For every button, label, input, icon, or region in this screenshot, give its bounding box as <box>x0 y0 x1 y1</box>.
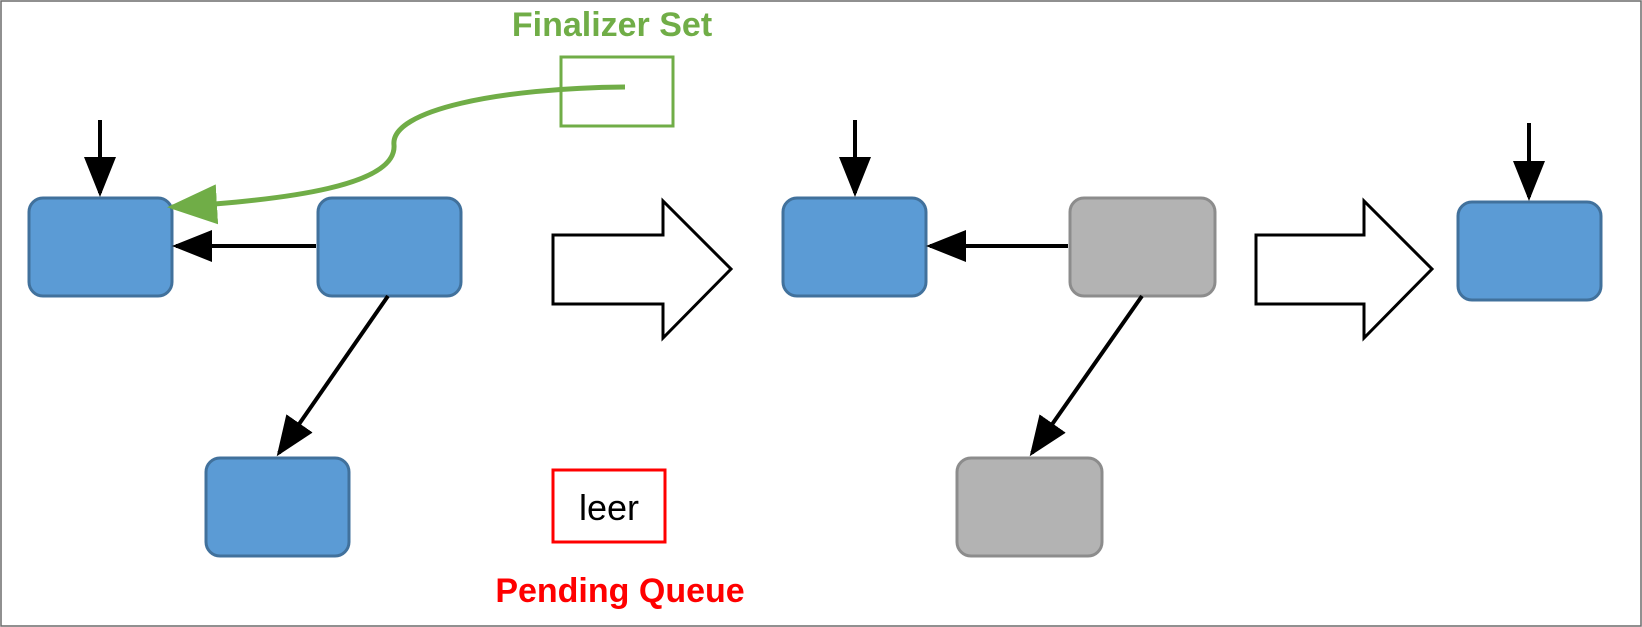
pending-queue-box <box>551 468 667 544</box>
transition-arrow-2 <box>1254 197 1435 342</box>
stage2-unreachable-object <box>1068 196 1217 298</box>
pending-queue-content: leer <box>579 487 639 528</box>
stage1-child-arrow <box>276 294 390 457</box>
stage2-unreachable-child <box>955 456 1104 558</box>
transition-arrow-1 <box>551 197 734 342</box>
stage2-child-arrow <box>1029 294 1144 457</box>
stage1-finalizable-object <box>316 196 463 298</box>
stage1-root-object <box>27 196 174 298</box>
stage2-root-object <box>781 196 928 298</box>
pending-queue-label: Pending Queue <box>495 572 744 610</box>
finalizer-set-label: Finalizer Set <box>512 6 712 44</box>
finalizer-set-box <box>559 55 675 128</box>
finalizer-reference-arrow <box>167 84 626 225</box>
stage1-child-object <box>204 456 351 558</box>
stage3-root-object <box>1456 200 1603 302</box>
